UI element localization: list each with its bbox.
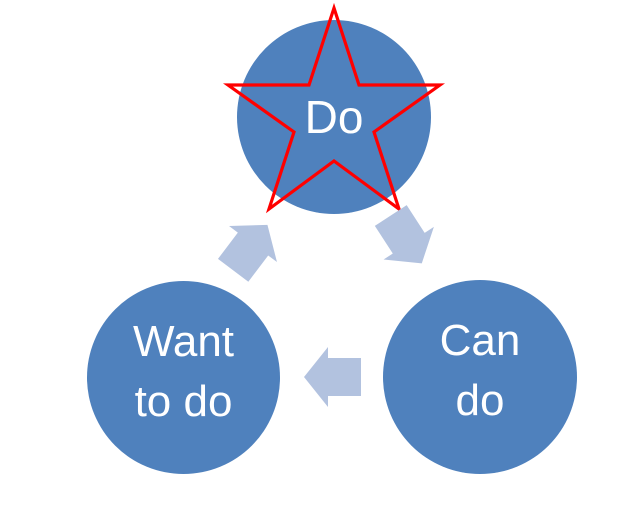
node-do-label: Do — [304, 91, 364, 143]
node-can-do-label: Can do — [440, 311, 521, 431]
arrow-can-do-to-want-to-do-icon — [304, 347, 361, 407]
arrow-want-to-do-to-do-icon — [217, 224, 277, 282]
node-want-to-do-label: Want to do — [133, 312, 234, 432]
node-can-do-label-line1: Can — [439, 316, 521, 365]
node-want-to-do-label-line1: Want — [132, 316, 235, 366]
node-can-do: Can do — [383, 280, 577, 474]
arrow-do-to-can-do-icon — [374, 205, 434, 264]
node-want-to-do: Want to do — [87, 281, 280, 474]
node-can-do-label-line2: do — [455, 376, 505, 425]
node-want-to-do-label-line2: to do — [134, 376, 233, 426]
node-do: Do — [237, 20, 431, 214]
